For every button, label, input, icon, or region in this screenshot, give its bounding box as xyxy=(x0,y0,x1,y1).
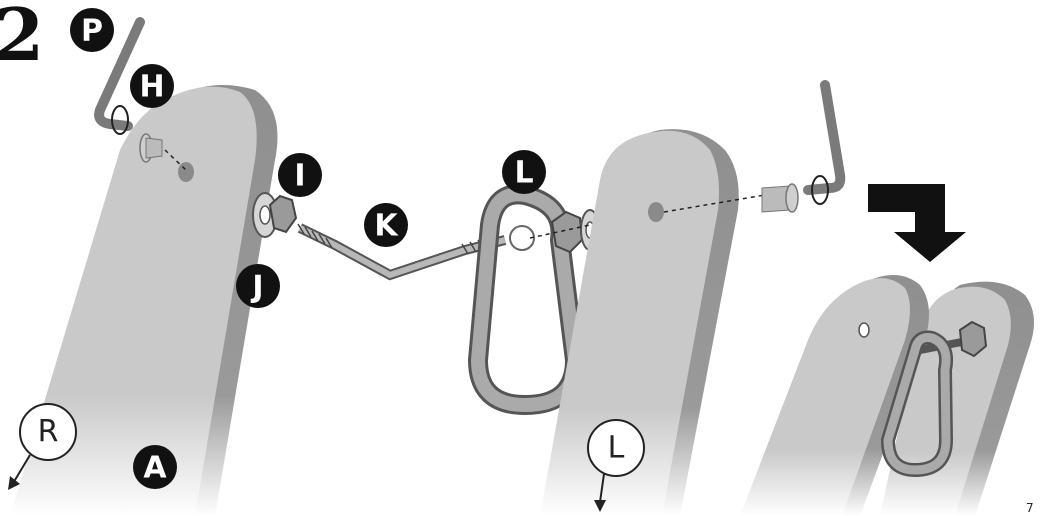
assembled-detail xyxy=(740,275,1034,516)
part-label-k: K xyxy=(364,203,408,247)
part-label-l: L xyxy=(502,150,546,194)
alignment-line xyxy=(663,194,766,213)
barrel-nut-icon xyxy=(139,133,163,163)
svg-text:H: H xyxy=(139,70,164,105)
side-indicator-right: L xyxy=(587,419,645,512)
next-step-arrow-icon xyxy=(868,184,966,262)
svg-text:J: J xyxy=(250,270,263,305)
part-label-i: I xyxy=(278,153,322,197)
right-leg xyxy=(540,129,739,516)
bolt-hole xyxy=(178,162,194,182)
svg-text:L: L xyxy=(514,156,533,191)
part-label-h: H xyxy=(130,64,174,108)
side-label-r: R xyxy=(38,415,59,450)
rotate-arrow-icon xyxy=(111,105,129,135)
alignment-line xyxy=(164,149,187,171)
svg-text:P: P xyxy=(81,14,103,49)
svg-text:I: I xyxy=(294,159,305,194)
side-indicator-left: R xyxy=(8,403,77,490)
bolt-hole xyxy=(648,202,664,222)
svg-text:A: A xyxy=(143,451,167,486)
part-label-a: A xyxy=(133,445,177,489)
rotate-arrow-icon xyxy=(811,175,829,205)
hex-key-icon-right xyxy=(803,80,846,205)
page-number: 7 xyxy=(1026,501,1034,515)
hex-key-icon xyxy=(94,17,145,135)
svg-text:K: K xyxy=(374,209,399,244)
part-label-p: P xyxy=(70,8,114,52)
barrel-nut-icon-right xyxy=(761,183,799,213)
step-number: 2 xyxy=(0,0,44,77)
part-label-j: J xyxy=(236,264,280,308)
nut-icon xyxy=(268,194,298,234)
side-label-l: L xyxy=(608,431,625,466)
